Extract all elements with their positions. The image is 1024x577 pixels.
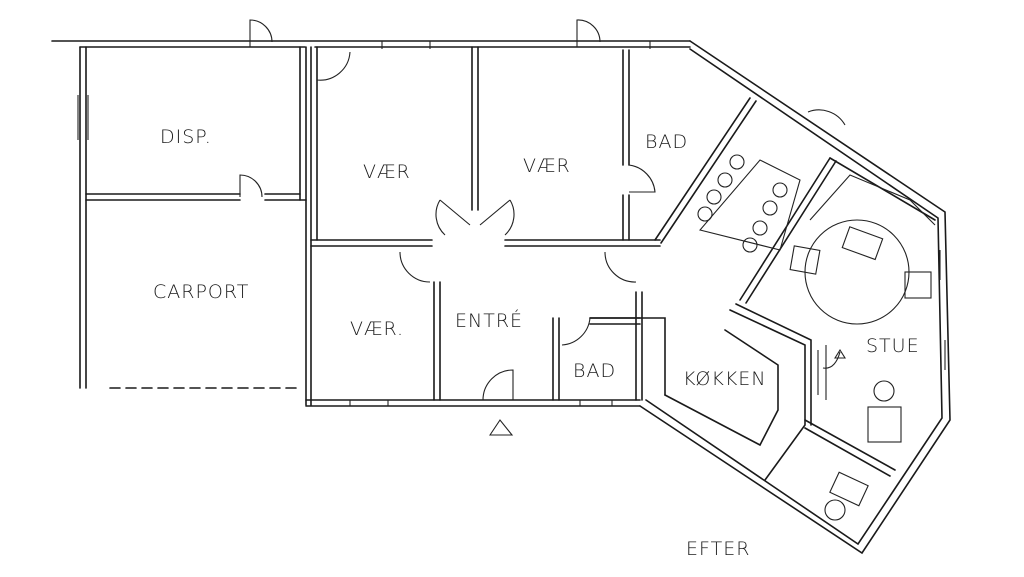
label-carport: CARPORT [153,281,249,303]
label-living: STUE [866,335,920,357]
label-kitchen: KØKKEN [683,368,767,390]
plan-caption: EFTER [686,538,750,560]
label-disp: DISP. [160,126,212,148]
label-room1: VÆR [363,161,411,183]
label-bath-top: BAD [645,131,688,153]
label-room3: VÆR. [350,318,404,340]
label-room2: VÆR [523,155,571,177]
label-entry: ENTRÉ [455,309,523,332]
label-bath-bottom: BAD [573,360,616,382]
doors [239,19,846,436]
windows [77,41,946,406]
walls [51,40,951,555]
furniture [697,154,936,521]
room-labels: DISP. CARPORT VÆR VÆR VÆR. BAD BAD ENTRÉ… [153,126,920,560]
